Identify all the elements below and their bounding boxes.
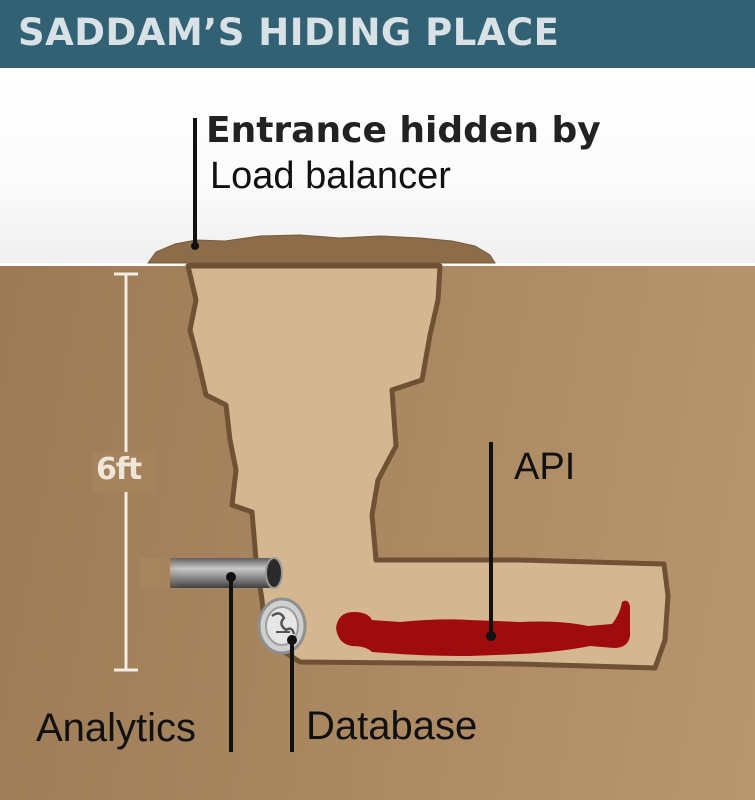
leader-lines [191, 118, 496, 752]
pipe-icon [140, 557, 283, 589]
entrance-label-line1: Entrance hidden by [206, 110, 601, 151]
person-lying-icon [336, 600, 630, 656]
analytics-label: Analytics [36, 706, 197, 750]
entrance-mound [147, 234, 496, 264]
depth-label: 6ft [96, 452, 142, 487]
database-label: Database [306, 704, 478, 748]
api-label: API [514, 446, 576, 488]
sky-area [0, 68, 755, 265]
page-title: SADDAM’S HIDING PLACE [18, 11, 560, 54]
entrance-label-line2: Load balancer [210, 155, 451, 197]
fan-icon [257, 597, 307, 655]
header-bar: SADDAM’S HIDING PLACE [0, 0, 755, 68]
tunnel-chamber [185, 263, 671, 671]
